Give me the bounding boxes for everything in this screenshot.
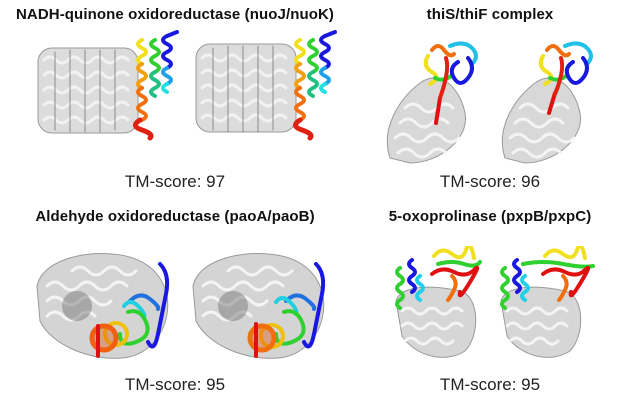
protein-structure-predicted <box>380 38 485 168</box>
tm-score-label: TM-score: 95 <box>439 375 541 394</box>
panel-title: thiS/thiF complex <box>426 6 554 23</box>
panel-title: Aldehyde oxidoreductase (paoA/paoB) <box>35 208 315 225</box>
protein-structure-reference <box>495 246 605 366</box>
panel-title: 5-oxoprolinase (pxpB/pxpC) <box>388 208 592 225</box>
protein-structure-predicted <box>30 30 180 145</box>
protein-structure-reference <box>188 30 338 145</box>
tm-score-label: TM-score: 95 <box>124 375 226 394</box>
protein-structure-predicted <box>390 246 490 366</box>
protein-structure-reference <box>188 246 338 366</box>
protein-structure-reference <box>495 38 600 168</box>
tm-score-label: TM-score: 96 <box>439 172 541 191</box>
protein-structure-predicted <box>32 246 182 366</box>
tm-score-label: TM-score: 97 <box>124 172 226 191</box>
panel-title: NADH-quinone oxidoreductase (nuoJ/nuoK) <box>15 6 335 23</box>
